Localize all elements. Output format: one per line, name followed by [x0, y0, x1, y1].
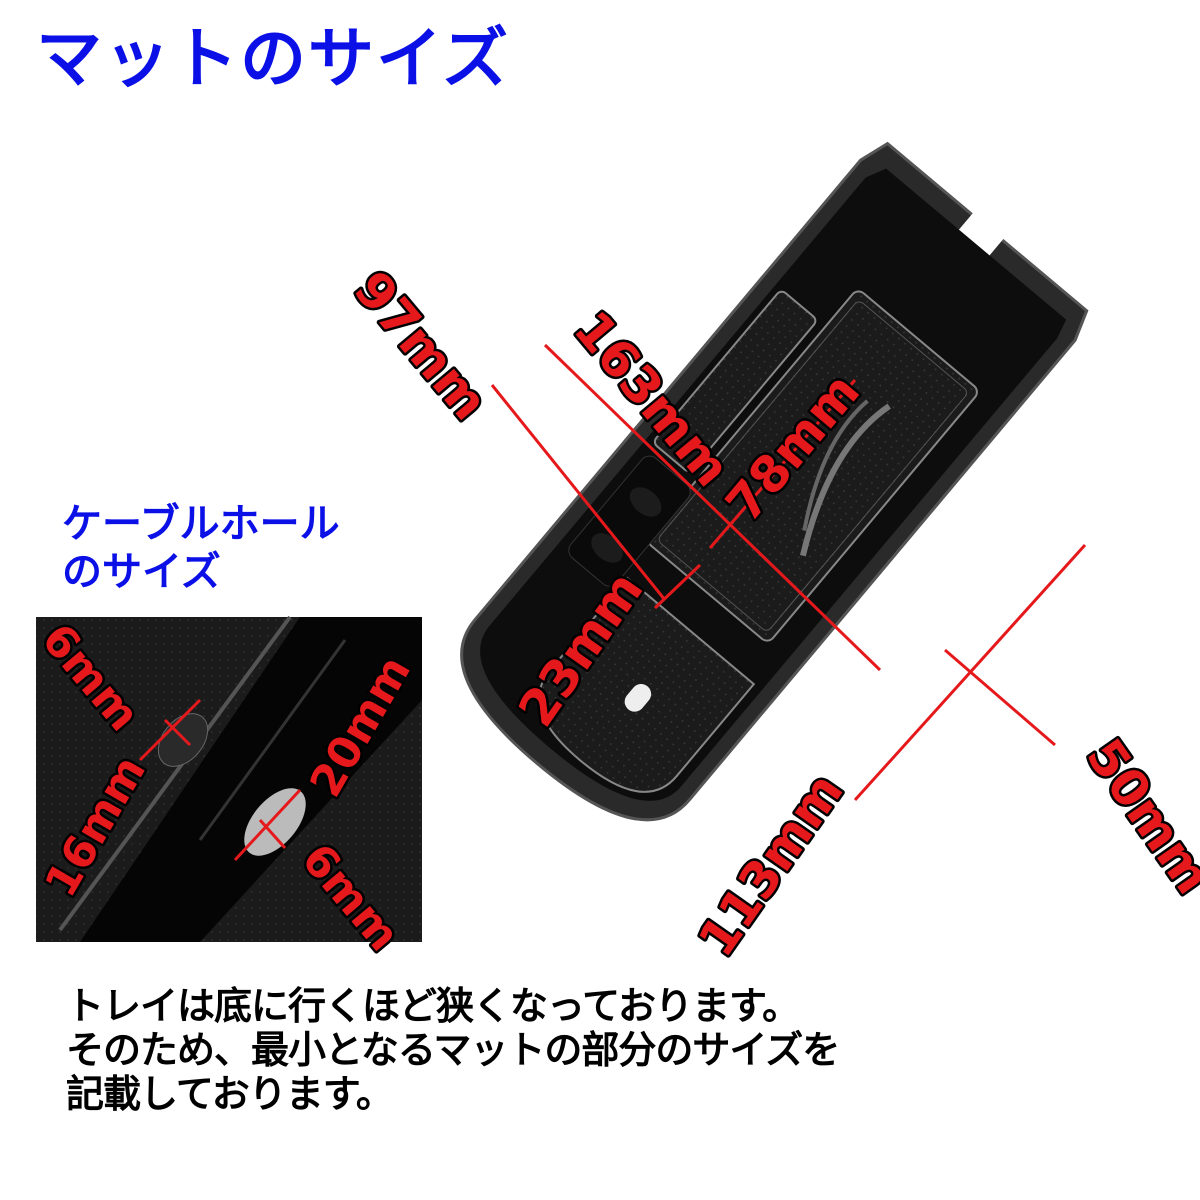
- console-tray: [460, 141, 1089, 822]
- note-line-3: 記載しております。: [66, 1072, 394, 1116]
- dim-50mm: 50mm: [1075, 729, 1200, 905]
- dim-97mm: 97mm: [343, 260, 499, 430]
- note-line-2: そのため、最小となるマットの部分のサイズを: [66, 1028, 840, 1072]
- explanation-note: トレイは底に行くほど狭くなっております。 そのため、最小となるマットの部分のサイ…: [66, 984, 840, 1116]
- cable-hole-heading: ケーブルホール のサイズ: [62, 500, 340, 596]
- cable-hole-inset: 6mm 16mm 20mm 6mm: [29, 612, 423, 963]
- page-title: マットのサイズ: [36, 20, 511, 97]
- dim-113mm: 113mm: [687, 763, 854, 967]
- dimension-lines: [490, 343, 1087, 802]
- note-line-1: トレイは底に行くほど狭くなっております。: [66, 984, 800, 1028]
- cable-hole-heading-line1: ケーブルホール: [62, 501, 340, 547]
- cable-hole-heading-line2: のサイズ: [62, 549, 221, 595]
